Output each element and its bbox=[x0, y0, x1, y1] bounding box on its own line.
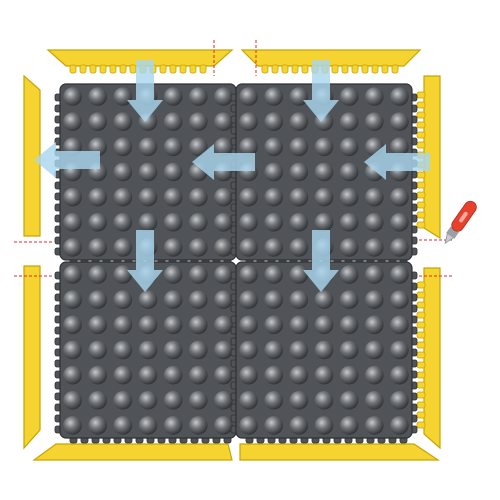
arrow-left-center bbox=[192, 144, 255, 180]
ramp-right-top bbox=[416, 75, 441, 240]
ramp-bottom-right bbox=[239, 443, 440, 461]
direction-arrows bbox=[34, 60, 430, 292]
edge-ramps bbox=[23, 49, 441, 461]
tile-bottom-left bbox=[54, 261, 237, 444]
arrow-down-bottom-right bbox=[303, 230, 339, 292]
tile-top-right bbox=[230, 83, 418, 266]
ramp-left-top bbox=[23, 74, 41, 237]
tile-bottom-right bbox=[230, 261, 418, 444]
arrow-left-outer bbox=[34, 142, 100, 178]
arrow-down-top-left bbox=[127, 60, 163, 122]
mat-tiles bbox=[54, 83, 418, 444]
arrow-left-right bbox=[364, 144, 430, 180]
arrow-down-bottom-left bbox=[127, 230, 163, 292]
utility-knife-icon bbox=[444, 200, 477, 245]
cut-lines bbox=[14, 40, 454, 277]
ramp-left-bottom bbox=[23, 265, 41, 450]
ramp-right-bottom bbox=[416, 267, 441, 450]
arrow-down-top-right bbox=[303, 60, 339, 122]
ramp-top-right bbox=[240, 49, 422, 74]
ramp-bottom-left bbox=[32, 443, 233, 461]
